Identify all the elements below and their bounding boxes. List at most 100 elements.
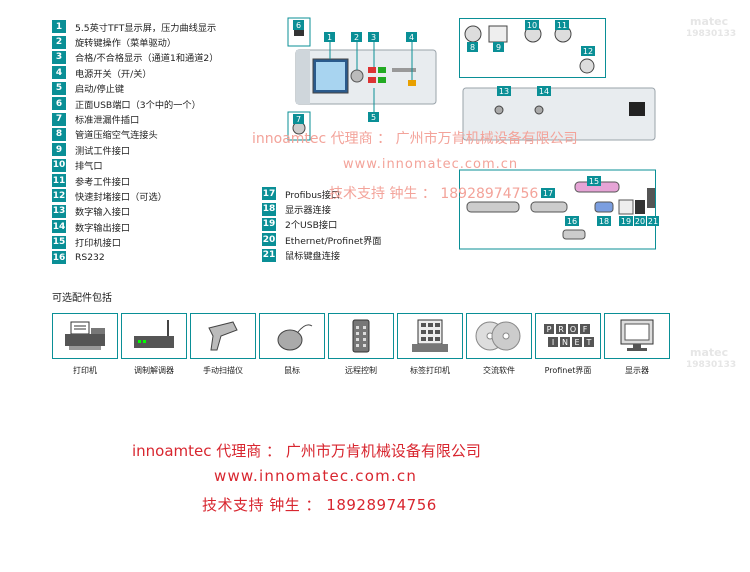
- accessory-label: 打印机: [73, 366, 97, 375]
- svg-text:17: 17: [543, 189, 553, 198]
- svg-text:10: 10: [527, 21, 537, 30]
- legend-label: 打印机接口: [75, 238, 121, 250]
- legend-number: 7: [52, 112, 66, 126]
- mouse-icon: [259, 313, 325, 359]
- legend-number: 15: [52, 235, 66, 249]
- accessory-item: 鼠标: [259, 313, 325, 376]
- accessories-title: 可选配件包括: [52, 293, 112, 304]
- accessory-label: 交流软件: [483, 366, 515, 375]
- svg-text:1: 1: [327, 33, 332, 42]
- svg-text:21: 21: [648, 217, 658, 226]
- svg-text:11: 11: [557, 21, 567, 30]
- legend-number: 19: [262, 217, 276, 231]
- watermark-line-support: 技术支持 钟生 ： 18928974756: [329, 186, 539, 202]
- accessory-label: 显示器: [625, 366, 649, 375]
- legend-label: 数字输出接口: [75, 222, 131, 234]
- svg-text:13: 13: [499, 87, 509, 96]
- modem-icon: [121, 313, 187, 359]
- legend-label: 电源开关（开/关）: [75, 68, 152, 80]
- ports-back-detail: 15 16 17 18 19 20 21 13 14: [459, 80, 659, 250]
- profinet-letter: R: [558, 325, 564, 334]
- svg-text:18: 18: [599, 217, 609, 226]
- profinet-letter: I: [552, 338, 554, 347]
- legend-number: 13: [52, 204, 66, 218]
- legend-number: 9: [52, 143, 66, 157]
- legend-label: Ethernet/Profinet界面: [285, 235, 382, 247]
- ports-top-detail: 8 9 10 11 12: [459, 18, 606, 78]
- profinet-letter: N: [562, 338, 568, 347]
- legend-item: 14 数字输出接口: [52, 219, 262, 234]
- legend-label: 参考工件接口: [75, 176, 131, 188]
- profinet-letter: T: [586, 338, 592, 347]
- footer-support: 技术支持 钟生 ： 18928974756: [202, 496, 437, 514]
- legend-item: 16 RS232: [52, 250, 262, 265]
- legend-number: 14: [52, 220, 66, 234]
- profinet-letter: P: [547, 325, 552, 334]
- accessory-item: 手动扫描仪: [190, 313, 256, 376]
- legend-item: 20 Ethernet/Profinet界面: [262, 232, 432, 247]
- legend-label: RS232: [75, 252, 105, 264]
- legend-label: 2个USB接口: [285, 220, 338, 232]
- legend-number: 6: [52, 97, 66, 111]
- svg-text:3: 3: [371, 33, 376, 42]
- legend-label: 快速封堵接口（可选）: [75, 191, 167, 203]
- profinet-letter: E: [574, 338, 579, 347]
- legend-number: 1: [52, 20, 66, 34]
- svg-text:14: 14: [539, 87, 549, 96]
- watermark-line-agent: innoamtec 代理商 ： 广州市万肯机械设备有限公司: [252, 131, 578, 147]
- svg-text:12: 12: [583, 47, 593, 56]
- svg-text:5: 5: [371, 113, 376, 122]
- svg-text:19: 19: [621, 217, 631, 226]
- watermark-line-url: www.innomatec.com.cn: [343, 157, 519, 172]
- legend-label: 正面USB端口（3个中的一个）: [75, 99, 201, 111]
- legend-number: 16: [52, 251, 66, 265]
- legend-label: 启动/停止键: [75, 84, 125, 96]
- legend-item: 19 2个USB接口: [262, 217, 432, 232]
- accessory-label: 调制解调器: [134, 366, 174, 375]
- remote-icon: [328, 313, 394, 359]
- accessory-item: 标签打印机: [397, 313, 463, 376]
- accessory-label: 鼠标: [284, 366, 300, 375]
- legend-item: 11 参考工件接口: [52, 173, 262, 188]
- legend-label: 排气口: [75, 161, 103, 173]
- side-watermark-phone: 19830133: [686, 29, 737, 39]
- legend-number: 11: [52, 174, 66, 188]
- legend-label: 5.5英寸TFT显示屏，压力曲线显示: [75, 22, 217, 34]
- scanner-icon: [190, 313, 256, 359]
- legend-item: 15 打印机接口: [52, 234, 262, 249]
- legend-label: 标准泄漏件插口: [75, 115, 140, 127]
- accessory-item: 调制解调器: [121, 313, 187, 376]
- legend-label: 鼠标键盘连接: [285, 251, 341, 263]
- legend-number: 20: [262, 233, 276, 247]
- footer-url: www.innomatec.com.cn: [214, 467, 418, 485]
- svg-text:20: 20: [635, 217, 645, 226]
- svg-text:15: 15: [589, 177, 599, 186]
- legend-number: 3: [52, 50, 66, 64]
- profinet-letter: O: [570, 325, 576, 334]
- side-watermark-brand: matec: [690, 15, 729, 28]
- accessory-label: 手动扫描仪: [203, 366, 243, 375]
- disc-icon: [466, 313, 532, 359]
- svg-text:2: 2: [354, 33, 359, 42]
- printer-icon: [52, 313, 118, 359]
- footer-agent: innoamtec 代理商 ： 广州市万肯机械设备有限公司: [132, 442, 481, 460]
- monitor-icon: [604, 313, 670, 359]
- accessory-item: 显示器: [604, 313, 670, 376]
- legend-number: 8: [52, 127, 66, 141]
- svg-text:4: 4: [409, 33, 414, 42]
- legend-number: 18: [262, 202, 276, 216]
- svg-text:8: 8: [470, 43, 475, 52]
